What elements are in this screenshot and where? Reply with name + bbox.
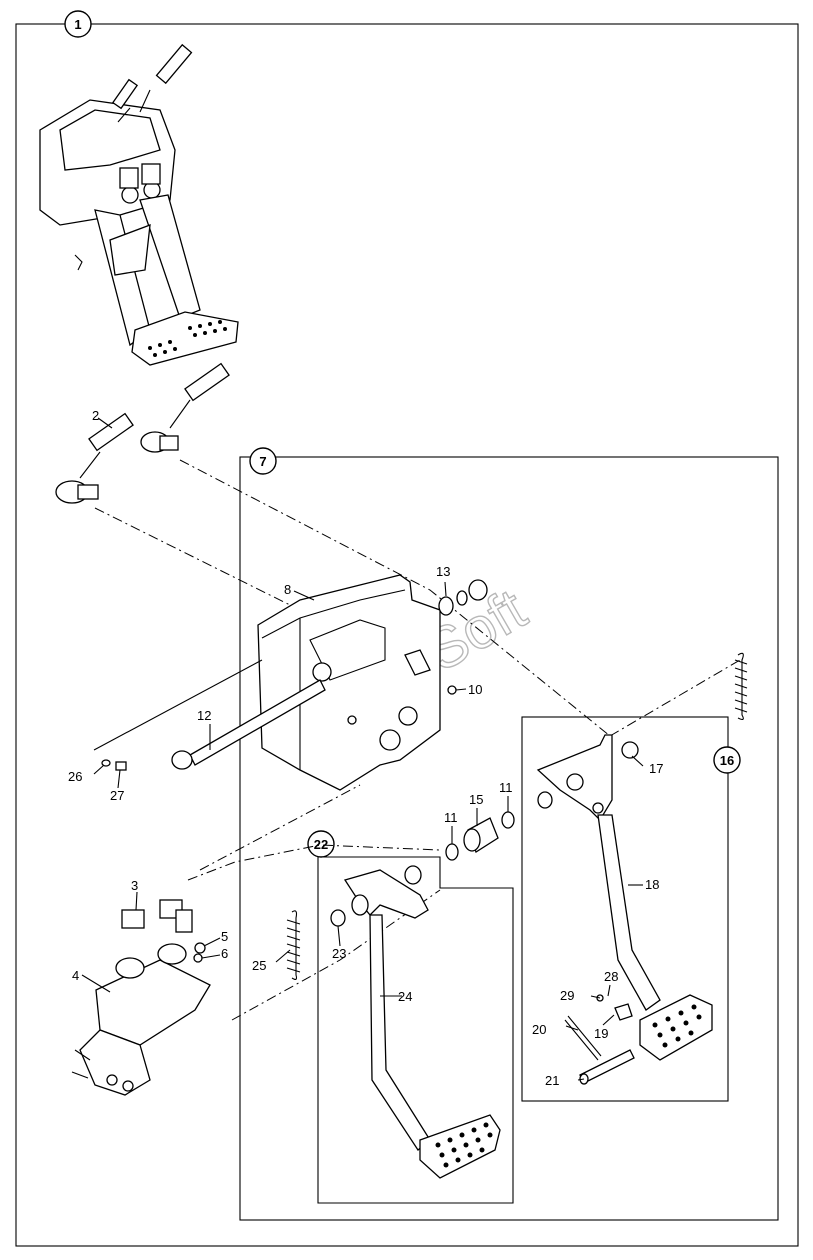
- part-8-mounting-bracket: [257, 574, 441, 791]
- label-17: 17: [649, 761, 663, 776]
- part-2-pressure-switches: [55, 362, 230, 504]
- frame-assembly-22: [317, 856, 514, 1204]
- callout-1: 1: [64, 10, 92, 38]
- label-4: 4: [72, 968, 79, 983]
- label-2: 2: [92, 408, 99, 423]
- label-24: 24: [398, 989, 412, 1004]
- label-leaders: [81, 417, 644, 1081]
- label-23: 23: [332, 946, 346, 961]
- part-26-27-washer-screw: [93, 659, 263, 771]
- callout-22: 22: [307, 830, 335, 858]
- label-20: 20: [532, 1022, 546, 1037]
- leader-line-valve: [187, 844, 441, 881]
- frame-assembly-1: [15, 23, 799, 1247]
- brake-valve-assembly: [71, 899, 211, 1096]
- label-5: 5: [221, 929, 228, 944]
- label-18: 18: [645, 877, 659, 892]
- label-28: 28: [604, 969, 618, 984]
- label-19: 19: [594, 1026, 608, 1041]
- label-11b: 11: [499, 780, 513, 795]
- label-15: 15: [469, 792, 483, 807]
- label-12: 12: [197, 708, 211, 723]
- callout-1-label: 1: [74, 17, 81, 32]
- part-12-pivot-bolt: [171, 679, 326, 770]
- label-6: 6: [221, 946, 228, 961]
- callout-7: 7: [249, 447, 277, 475]
- label-11a: 11: [444, 810, 458, 825]
- part-10-nut: [447, 685, 457, 695]
- callout-16-label: 16: [720, 753, 734, 768]
- label-29: 29: [560, 988, 574, 1003]
- label-25: 25: [252, 958, 266, 973]
- label-21: 21: [545, 1073, 559, 1088]
- label-8: 8: [284, 582, 291, 597]
- label-3: 3: [131, 878, 138, 893]
- frame-assembly-7: [239, 456, 779, 1221]
- part-number-labels: 2 3 4 5 6 8 10 11 11 12 13 15 17 18 19 2…: [68, 408, 663, 1088]
- label-10: 10: [468, 682, 482, 697]
- pedal-arm-22: [330, 865, 501, 1179]
- pedal-arm-16: [536, 734, 713, 1085]
- complete-pedal-assembly-drawing: [39, 43, 239, 366]
- part-15-11-bushings: [445, 791, 553, 861]
- label-27: 27: [110, 788, 124, 803]
- label-13: 13: [436, 564, 450, 579]
- part-25-return-spring: [286, 910, 301, 980]
- frame-assembly-16: [521, 716, 729, 1102]
- part-13-washer-nut: [438, 579, 488, 616]
- callout-7-label: 7: [259, 454, 266, 469]
- callout-22-label: 22: [314, 837, 328, 852]
- return-spring-upper: [734, 652, 748, 720]
- leader-line-switch-b: [179, 459, 611, 737]
- leader-line-spring: [609, 659, 741, 737]
- callout-16: 16: [713, 746, 741, 774]
- label-26: 26: [68, 769, 82, 784]
